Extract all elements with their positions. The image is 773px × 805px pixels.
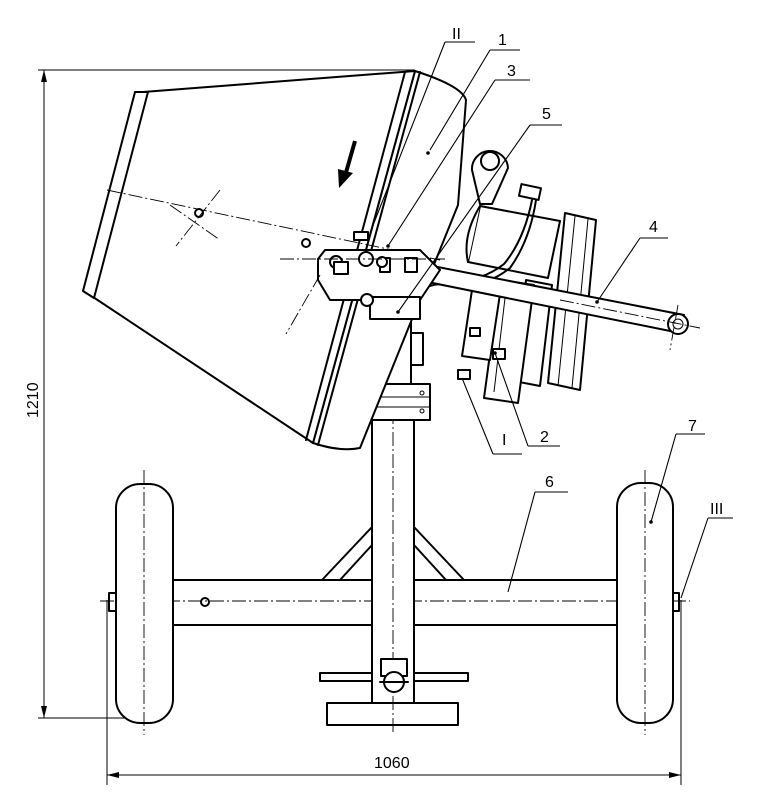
callout-5: 5 xyxy=(397,106,562,313)
label-4: 4 xyxy=(649,219,658,236)
callout-2: 2 xyxy=(494,352,560,447)
tilt-handle xyxy=(407,261,701,351)
column-braces xyxy=(321,526,465,581)
pivot-bracket xyxy=(280,231,445,335)
height-dimension: 1210 xyxy=(25,69,415,719)
callout-6: 6 xyxy=(507,474,568,593)
label-I: I xyxy=(502,432,506,449)
callout-4: 4 xyxy=(596,219,668,303)
label-2: 2 xyxy=(540,429,549,446)
callout-I: I xyxy=(461,377,522,455)
callout-III: III xyxy=(680,501,733,599)
lifting-eye xyxy=(470,149,509,205)
callout-7: 7 xyxy=(650,418,705,523)
label-6: 6 xyxy=(545,474,554,491)
label-1: 1 xyxy=(498,32,507,49)
label-5: 5 xyxy=(542,106,551,123)
width-dimension-text: 1060 xyxy=(374,755,410,772)
label-II: II xyxy=(452,26,461,43)
label-III: III xyxy=(710,501,723,518)
height-dimension-text: 1210 xyxy=(25,382,42,418)
callout-II: II xyxy=(369,26,475,234)
label-3: 3 xyxy=(507,63,516,80)
right-wheel xyxy=(616,470,674,735)
left-wheel xyxy=(115,470,174,735)
callout-3: 3 xyxy=(387,63,530,247)
label-7: 7 xyxy=(688,418,697,435)
callout-1: 1 xyxy=(429,32,520,151)
motor-assembly xyxy=(402,183,597,404)
width-dimension: 1060 xyxy=(106,600,682,785)
